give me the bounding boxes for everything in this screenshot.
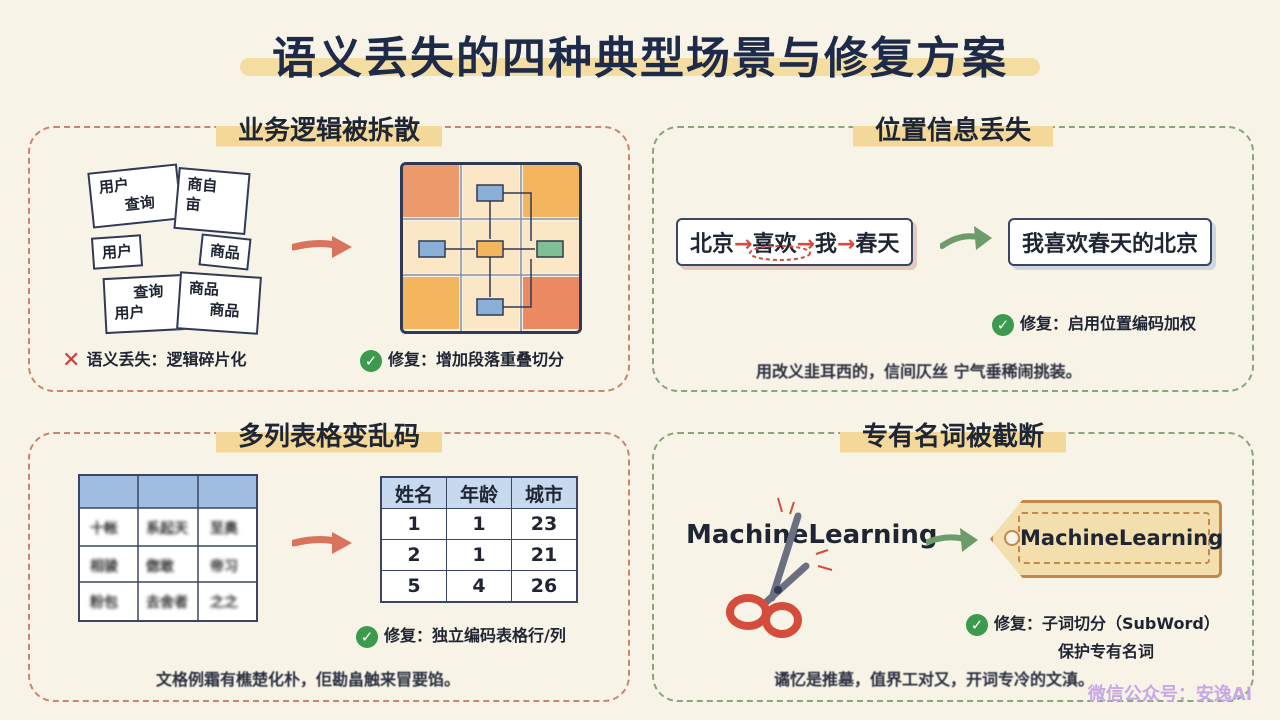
footnote: 用改义韭耳西的，信间仄丝 宁气垂稀闹挑装。 — [756, 362, 1082, 381]
table-header: 城市 — [511, 476, 578, 509]
cut-word: MachineLearning — [686, 520, 938, 550]
check-icon: ✓ — [360, 349, 382, 372]
footnote: 谲忆是推墓，值界工对又，开词专冷的文滇。 — [774, 670, 1095, 689]
title-highlight — [240, 58, 1040, 76]
garbled-table: 十帐 系起天 至奥 相骏 偬敢 帝习 粉包 去舍者 之之 — [78, 474, 258, 622]
watermark: 微信公众号：安逸Ai — [1087, 684, 1252, 705]
panel-title: 专有名词被截断 — [839, 412, 1067, 457]
check-icon: ✓ — [356, 625, 378, 648]
problem-caption: ✕语义丢失：逻辑碎片化 — [62, 348, 247, 373]
arrow-right-icon — [926, 528, 978, 552]
scissors-icon — [726, 497, 833, 638]
check-icon: ✓ — [966, 613, 988, 636]
check-icon: ✓ — [992, 313, 1014, 336]
fix-caption: ✓修复：启用位置编码加权 — [992, 310, 1196, 336]
arrow-right-icon — [292, 236, 352, 258]
table-header: 年龄 — [446, 476, 512, 509]
panel-table: 多列表格变乱码 — [28, 412, 630, 702]
arrow-right-icon — [940, 226, 992, 250]
fixed-table: 姓名 年龄 城市 1 1 23 2 1 21 5 4 26 — [380, 476, 578, 603]
fragment: 商自亩 — [173, 166, 251, 236]
x-icon: ✕ — [62, 348, 81, 373]
fragment: 用户 — [90, 234, 144, 270]
page-title: 语义丢失的四种典型场景与修复方案 — [272, 33, 1008, 84]
fragment: 用户查询 — [87, 163, 183, 229]
fix-caption: ✓修复：独立编码表格行/列 — [356, 622, 566, 648]
panel-position-info: 位置信息丢失 — [652, 106, 1254, 392]
fragment: 商品 — [198, 233, 252, 271]
panel-proper-noun: 专有名词被截断 — [652, 412, 1254, 702]
fragment: 商品商品 — [176, 271, 262, 335]
panel-title: 业务逻辑被拆散 — [215, 106, 443, 151]
panel-title: 多列表格变乱码 — [215, 412, 443, 457]
arrow-right-icon — [292, 532, 352, 554]
protected-word: MachineLearning — [1018, 512, 1223, 564]
table-row: 5 4 26 — [380, 570, 578, 603]
fix-caption: ✓修复：增加段落重叠切分 — [360, 346, 564, 372]
dashed-ellipse — [749, 245, 811, 261]
footnote: 文格例霜有樵楚化朴，佢勘畠触来冒要馅。 — [156, 670, 461, 689]
scrambled-sentence: 北京→喜欢→我→春天 — [676, 218, 914, 266]
puzzle-diagram — [400, 162, 582, 334]
table-row: 1 1 23 — [380, 508, 578, 540]
panel-business-logic: 业务逻辑被拆散 — [28, 106, 630, 392]
table-header: 姓名 — [380, 476, 447, 509]
fix-caption-line2: 保护专有名词 — [1058, 642, 1155, 661]
panel-title: 位置信息丢失 — [852, 106, 1054, 151]
fix-caption: ✓修复：子词切分（SubWord） — [966, 610, 1220, 636]
correct-sentence: 我喜欢春天的北京 — [1008, 218, 1213, 266]
fragment: 查询用户 — [102, 273, 188, 335]
table-row: 2 1 21 — [380, 539, 578, 571]
